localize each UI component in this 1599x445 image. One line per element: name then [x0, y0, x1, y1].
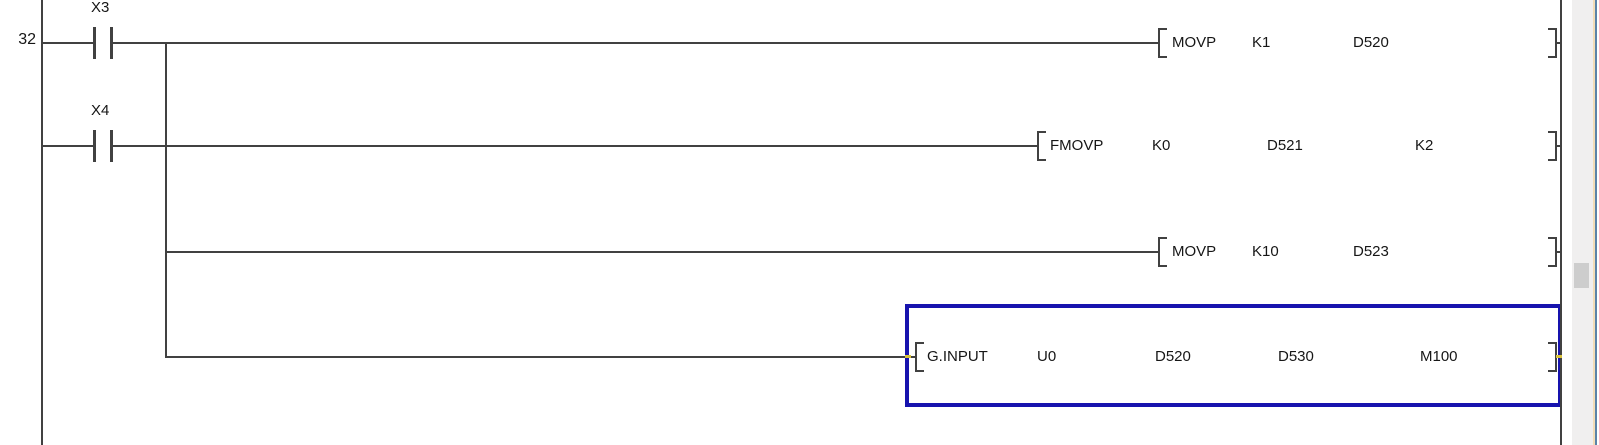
instruction-name: MOVP [1172, 243, 1217, 260]
wire-row2-left [43, 145, 93, 147]
contact-bar-icon [110, 27, 113, 59]
wire-row1-right [113, 42, 1159, 44]
left-power-rail [41, 0, 43, 445]
contact-bar-icon [93, 27, 96, 59]
operand: K2 [1415, 137, 1434, 154]
wire-row3-stub [1556, 251, 1562, 253]
instruction-name: G.INPUT [927, 348, 988, 365]
branch-vertical-wire [165, 42, 167, 358]
vertical-scrollbar[interactable] [1572, 0, 1593, 445]
operand: M100 [1420, 348, 1458, 365]
left-bracket-icon [1037, 131, 1046, 161]
instruction-movp-1[interactable]: MOVP K1 D520 [1158, 27, 1558, 59]
operand: D520 [1353, 34, 1389, 51]
left-bracket-icon [1158, 237, 1167, 267]
instruction-name: FMOVP [1050, 137, 1104, 154]
wire-row2-stub [1556, 145, 1562, 147]
wire-row1-left [43, 42, 93, 44]
scrollbar-thumb[interactable] [1574, 263, 1589, 288]
rung-step-number: 32 [18, 31, 36, 48]
connection-marker-icon [905, 355, 911, 358]
connection-marker-icon [1556, 355, 1562, 358]
wire-row4 [166, 356, 916, 358]
instruction-fmovp[interactable]: FMOVP K0 D521 K2 [1037, 130, 1558, 162]
instruction-name: MOVP [1172, 34, 1217, 51]
wire-row3 [166, 251, 1159, 253]
wire-row1-stub [1556, 42, 1562, 44]
operand: K10 [1252, 243, 1279, 260]
contact-x4-label: X4 [91, 102, 110, 119]
wire-row2-right [113, 145, 1038, 147]
left-bracket-icon [1158, 28, 1167, 58]
contact-x4[interactable]: X4 [86, 103, 120, 169]
operand: D523 [1353, 243, 1389, 260]
operand: K1 [1252, 34, 1271, 51]
operand: K0 [1152, 137, 1171, 154]
window-edge-border [1595, 0, 1597, 445]
window-edge-highlight [1593, 0, 1595, 445]
operand: D520 [1155, 348, 1191, 365]
right-power-rail [1560, 0, 1562, 445]
instruction-movp-2[interactable]: MOVP K10 D523 [1158, 236, 1558, 268]
operand: D521 [1267, 137, 1303, 154]
operand: D530 [1278, 348, 1314, 365]
contact-x3-label: X3 [91, 0, 110, 16]
instruction-ginput[interactable]: G.INPUT U0 D520 D530 M100 [915, 341, 1558, 373]
contact-bar-icon [110, 130, 113, 162]
left-bracket-icon [915, 342, 924, 372]
contact-x3[interactable]: X3 [86, 0, 120, 66]
operand: U0 [1037, 348, 1057, 365]
contact-bar-icon [93, 130, 96, 162]
